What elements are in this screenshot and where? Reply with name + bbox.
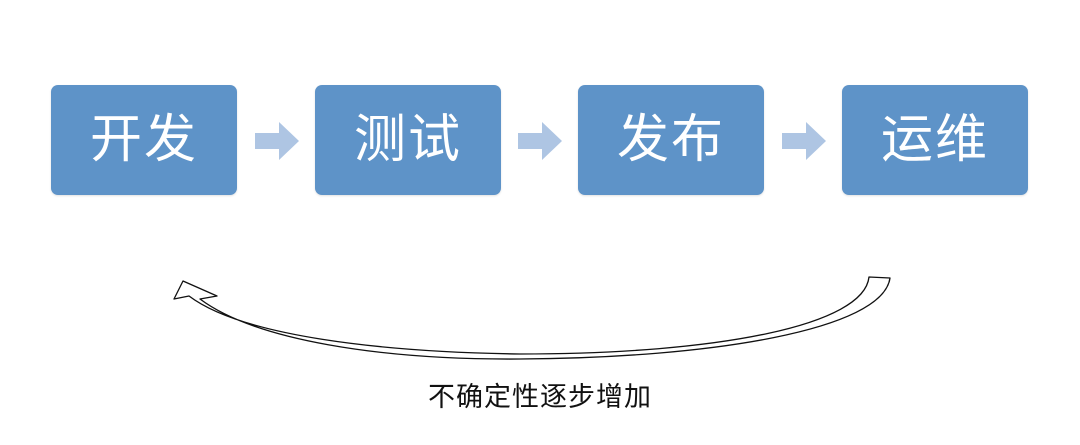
step-box-release: 发布 — [578, 85, 764, 195]
step-label-test: 测试 — [353, 110, 462, 170]
uncertainty-caption: 不确定性逐步增加 — [428, 382, 652, 413]
step-label-operations: 运维 — [880, 110, 989, 170]
step-label-develop: 开发 — [89, 110, 198, 170]
step-box-test: 测试 — [315, 85, 501, 195]
right-arrow-icon — [255, 122, 299, 160]
step-box-operations: 运维 — [842, 85, 1028, 195]
step-label-release: 发布 — [616, 110, 725, 170]
step-box-develop: 开发 — [51, 85, 237, 195]
right-arrow-icon — [782, 122, 826, 160]
right-arrow-icon — [518, 122, 562, 160]
